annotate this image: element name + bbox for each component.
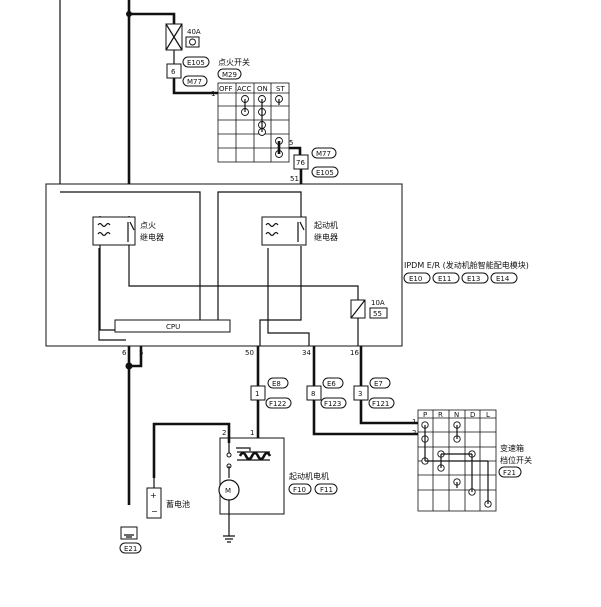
svg-text:+: + <box>150 491 157 500</box>
ipdm-pin-6: 6 <box>122 349 127 357</box>
svg-text:F121: F121 <box>372 400 389 408</box>
svg-text:OFF: OFF <box>219 85 233 93</box>
svg-text:E8: E8 <box>272 380 281 388</box>
conn-m29 <box>217 68 242 80</box>
ignition-switch-title: 点火开关 <box>218 57 250 67</box>
cpu-block <box>114 319 231 333</box>
svg-text:继电器: 继电器 <box>314 232 338 242</box>
svg-text:E14: E14 <box>496 275 510 283</box>
svg-text:E10: E10 <box>409 275 422 283</box>
range-switch-title-1: 变速箱 <box>500 443 524 453</box>
range-switch-title-2: 档位开关 <box>500 455 532 465</box>
svg-text:10A: 10A <box>371 299 385 307</box>
ipdm-pin-34: 34 <box>302 349 311 357</box>
svg-text:2: 2 <box>222 429 226 437</box>
svg-text:L: L <box>486 411 490 419</box>
svg-text:F122: F122 <box>269 400 286 408</box>
conn-e6 <box>322 377 344 389</box>
conn-m77-mid <box>311 147 337 159</box>
svg-text:点火: 点火 <box>140 221 156 230</box>
svg-text:P: P <box>423 411 427 419</box>
starter-motor-box <box>219 437 285 515</box>
conn-e105-mid <box>311 166 339 178</box>
svg-text:ACC: ACC <box>237 85 252 93</box>
conn-e105-top <box>182 56 210 68</box>
svg-text:1: 1 <box>255 390 259 398</box>
ipdm-title: IPDM E/R (发动机舱智能配电模块) <box>404 260 529 270</box>
svg-text:起动机: 起动机 <box>314 220 338 230</box>
svg-text:M29: M29 <box>222 71 237 79</box>
svg-text:5: 5 <box>289 139 293 147</box>
fuse-40a-label: 40A <box>187 28 201 36</box>
conn-f21 <box>498 466 522 478</box>
svg-text:N: N <box>454 411 459 419</box>
conn-f121 <box>368 397 395 409</box>
ipdm-pin-50: 50 <box>245 349 254 357</box>
svg-text:F123: F123 <box>324 400 341 408</box>
svg-text:ON: ON <box>257 85 268 93</box>
svg-text:M77: M77 <box>316 150 331 158</box>
starter-relay <box>261 216 307 246</box>
ignition-switch-table <box>217 82 291 163</box>
conn-m77-top <box>182 75 208 87</box>
svg-text:1: 1 <box>250 429 254 437</box>
motor-ground <box>223 535 235 543</box>
svg-text:8: 8 <box>311 390 315 398</box>
battery-title: 蓄电池 <box>166 499 190 509</box>
ipdm-pin-16: 16 <box>350 349 359 357</box>
svg-text:E7: E7 <box>374 380 383 388</box>
svg-text:3: 3 <box>358 390 362 398</box>
svg-text:E105: E105 <box>187 59 205 67</box>
svg-text:E11: E11 <box>438 275 451 283</box>
svg-text:M77: M77 <box>187 78 202 86</box>
svg-text:D: D <box>470 411 475 419</box>
ign-pin-in: 1 <box>211 90 215 98</box>
conn-f123 <box>320 397 347 409</box>
conn-f122 <box>265 397 292 409</box>
solenoid-coil <box>238 451 272 461</box>
svg-text:2: 2 <box>412 429 416 437</box>
ipdm-connectors <box>403 272 518 284</box>
svg-text:F11: F11 <box>320 486 333 494</box>
fuse-10a <box>350 299 366 319</box>
conn-e8 <box>267 377 289 389</box>
svg-text:1: 1 <box>412 418 416 426</box>
svg-text:−: − <box>151 507 158 516</box>
svg-text:F10: F10 <box>293 486 306 494</box>
svg-text:CPU: CPU <box>166 323 180 331</box>
svg-text:55: 55 <box>373 310 382 318</box>
ground-symbol <box>120 526 138 540</box>
svg-text:R: R <box>438 411 443 419</box>
ipdm-box <box>45 183 403 347</box>
svg-text:F21: F21 <box>503 469 516 477</box>
svg-text:继电器: 继电器 <box>140 232 164 242</box>
conn-e21 <box>119 542 142 554</box>
svg-text:E13: E13 <box>467 275 480 283</box>
svg-text:M: M <box>225 487 231 495</box>
svg-text:E6: E6 <box>327 380 336 388</box>
svg-text:ST: ST <box>276 85 285 93</box>
wire-to-fuse <box>129 12 176 24</box>
fuse-40a <box>165 23 183 51</box>
svg-text:E105: E105 <box>316 169 334 177</box>
ign-relay <box>92 216 136 246</box>
starter-motor-title: 起动机电机 <box>289 471 329 481</box>
svg-text:6: 6 <box>171 68 176 76</box>
svg-text:76: 76 <box>296 159 305 167</box>
svg-text:E21: E21 <box>124 545 137 553</box>
conn-e7 <box>369 377 391 389</box>
svg-text:51: 51 <box>290 175 299 183</box>
